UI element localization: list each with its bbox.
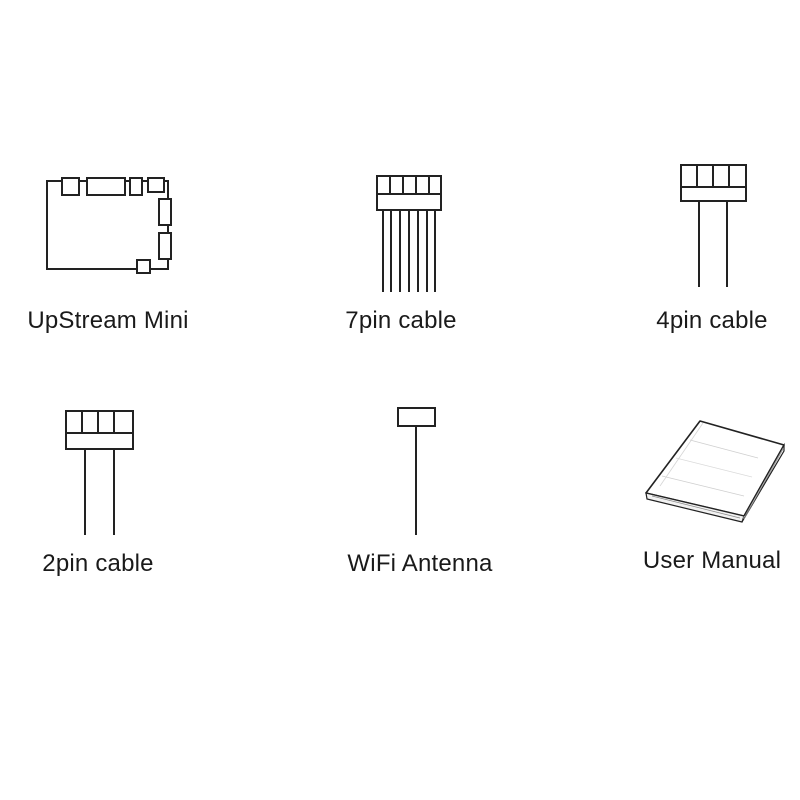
item-label: 7pin cable xyxy=(345,307,457,334)
item-label: UpStream Mini xyxy=(27,307,189,334)
item-label: WiFi Antenna xyxy=(347,550,493,577)
item-label: 2pin cable xyxy=(42,550,154,577)
item-label: User Manual xyxy=(642,547,782,574)
item-label: 4pin cable xyxy=(656,307,768,334)
